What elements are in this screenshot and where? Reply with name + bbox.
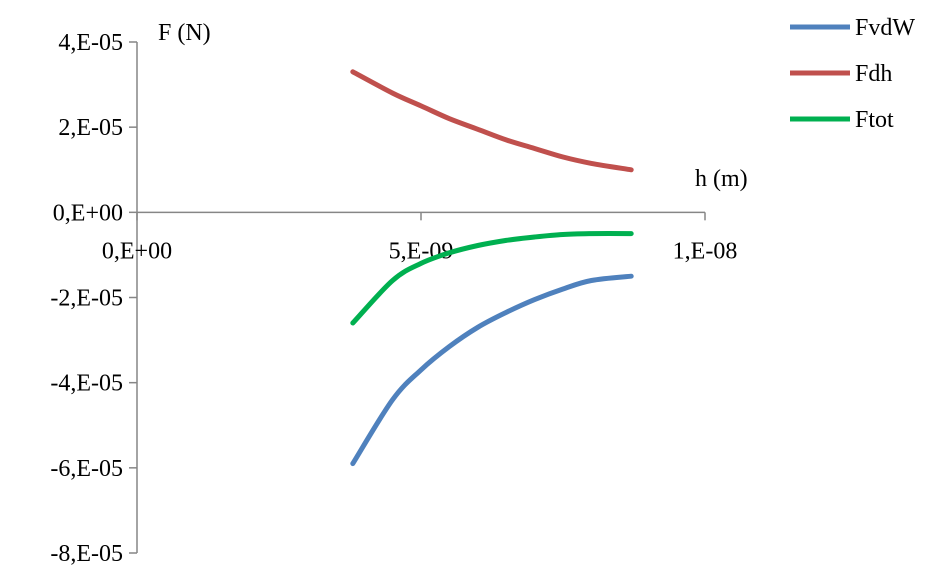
legend-label-fvdw: FvdW [855, 15, 915, 41]
y-tick-label: -8,E-05 [50, 541, 123, 567]
y-tick-label: 0,E+00 [53, 200, 123, 226]
x-tick-label: 0,E+00 [102, 238, 172, 264]
y-axis-label: F (N) [158, 20, 211, 46]
y-tick-label: 2,E-05 [58, 115, 123, 141]
axes: 4,E-05 2,E-05 0,E+00 -2,E-05 -4,E-05 -6,E-05 -… [50, 30, 737, 567]
x-tick-label: 5,E-09 [389, 238, 454, 264]
x-tick-label: 1,E-08 [673, 238, 738, 264]
y-tick-label: 4,E-05 [58, 30, 123, 56]
x-axis-label: h (m) [695, 166, 748, 192]
labels: F (N) h (m) [158, 20, 748, 192]
legend-label-fdh: Fdh [855, 61, 892, 87]
series-line-fdh [350, 69, 634, 173]
y-tick-label: -2,E-05 [50, 286, 123, 312]
legend-label-ftot: Ftot [855, 107, 894, 133]
series-line-fvdw [350, 273, 634, 467]
series-line-ftot [350, 231, 634, 326]
y-tick-label: -4,E-05 [50, 371, 123, 397]
y-tick-label: -6,E-05 [50, 456, 123, 482]
series-layer [350, 69, 634, 467]
